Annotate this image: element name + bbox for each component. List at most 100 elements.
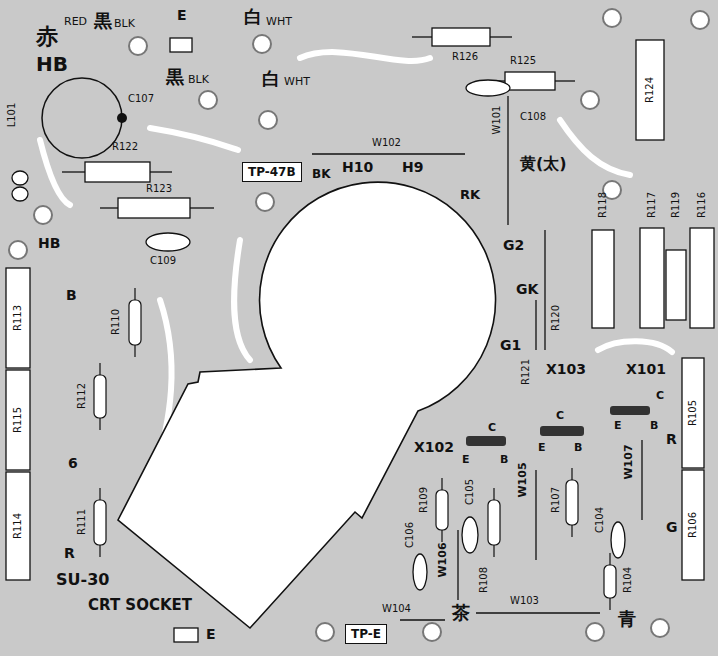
jumper-wire <box>544 230 545 350</box>
resistor-symbol <box>604 565 616 598</box>
test-point-label: TP-47B <box>248 166 296 178</box>
part-label: GK <box>516 282 538 296</box>
coil-symbol <box>12 187 28 201</box>
part-label: W103 <box>510 596 539 606</box>
solder-pad <box>256 193 274 211</box>
part-label: RK <box>460 188 480 201</box>
part-label-vertical: W106 <box>437 542 448 577</box>
solder-pad <box>581 91 599 109</box>
copper-gap <box>150 128 238 150</box>
part-label: C108 <box>520 112 546 122</box>
part-label-vertical: C105 <box>465 479 475 505</box>
transistor-symbol <box>466 436 506 446</box>
part-label: C <box>656 390 664 401</box>
part-label: B <box>500 454 508 465</box>
jumper-wire <box>490 36 512 37</box>
part-label-vertical: C106 <box>405 522 415 548</box>
part-label-vertical: R114 <box>13 513 23 539</box>
part-label-vertical: R107 <box>551 487 561 513</box>
part-label: W104 <box>382 604 411 614</box>
part-label: 白 <box>262 70 280 88</box>
jumper-wire <box>412 36 432 37</box>
copper-gap <box>598 341 672 352</box>
resistor-symbol <box>666 250 686 320</box>
part-label-vertical: R104 <box>623 567 633 593</box>
part-label: C <box>556 410 564 421</box>
jumper-wire <box>555 80 575 81</box>
capacitor-symbol <box>413 554 427 590</box>
part-label: G <box>666 520 678 534</box>
part-label: 黒 <box>166 68 184 86</box>
part-label: B <box>66 288 77 302</box>
resistor-symbol <box>94 500 106 545</box>
jumper-wire <box>62 171 85 172</box>
part-label: 青 <box>618 610 636 628</box>
part-label-vertical: R106 <box>688 512 698 538</box>
test-point-box: TP-E <box>345 624 387 644</box>
jumper-wire <box>535 470 536 560</box>
jumper-wire <box>312 153 465 154</box>
transistor-symbol <box>610 406 650 415</box>
part-label: E <box>614 420 622 431</box>
part-label: C109 <box>150 256 176 266</box>
resistor-symbol <box>566 480 578 525</box>
resistor-symbol <box>85 162 150 182</box>
copper-gap <box>300 52 430 61</box>
jumper-wire <box>150 171 172 172</box>
resistor-symbol <box>636 40 664 140</box>
part-label: E <box>462 454 470 465</box>
solder-pad <box>199 91 217 109</box>
solder-pad <box>423 623 441 641</box>
part-label: E <box>177 8 187 22</box>
crt-socket-outline <box>118 182 496 628</box>
part-label: R <box>666 432 677 446</box>
capacitor-symbol <box>146 233 190 251</box>
resistor-symbol <box>6 472 30 580</box>
part-label-vertical: W105 <box>517 462 528 497</box>
solder-pad <box>259 111 277 129</box>
resistor-symbol <box>505 72 555 90</box>
part-label: CRT SOCKET <box>88 598 192 613</box>
test-point-box: TP-47B <box>242 162 302 182</box>
solder-pad <box>586 623 604 641</box>
resistor-symbol <box>640 228 664 328</box>
jumper-wire <box>507 96 508 225</box>
part-label-vertical: R121 <box>521 359 531 385</box>
part-label: WHT <box>284 76 310 87</box>
part-label: BLK <box>188 74 209 85</box>
part-label-vertical: R119 <box>671 192 681 218</box>
resistor-symbol <box>682 470 704 580</box>
part-label: BLK <box>114 18 135 29</box>
jumper-wire <box>190 207 214 208</box>
part-label-vertical: R111 <box>77 509 87 535</box>
part-label: RED <box>64 16 87 27</box>
part-label-vertical: W107 <box>623 444 634 479</box>
part-label-vertical: C104 <box>595 507 605 533</box>
part-label: WHT <box>266 16 292 27</box>
part-label: 黒 <box>94 12 112 30</box>
part-label: BK <box>312 168 330 180</box>
part-label: X103 <box>546 362 586 376</box>
part-label: B <box>650 420 658 431</box>
part-label: G1 <box>500 338 521 352</box>
part-label: E <box>206 627 216 641</box>
resistor-symbol <box>488 500 500 545</box>
solder-pad <box>603 9 621 27</box>
capacitor-symbol <box>611 522 625 558</box>
part-label: HB <box>38 236 60 250</box>
solder-pad <box>129 37 147 55</box>
resistor-symbol <box>94 375 106 418</box>
solder-pad <box>691 11 709 29</box>
copper-gap <box>234 240 250 360</box>
part-label: C107 <box>128 94 154 104</box>
part-label: R123 <box>146 184 172 194</box>
part-label-vertical: R120 <box>551 305 561 331</box>
part-label: G2 <box>503 238 524 252</box>
part-label: B <box>574 442 582 453</box>
part-label: R122 <box>112 142 138 152</box>
ground-pad <box>174 628 198 642</box>
part-label-vertical: R108 <box>479 567 489 593</box>
solder-pad <box>34 206 52 224</box>
ground-pad <box>170 38 192 52</box>
